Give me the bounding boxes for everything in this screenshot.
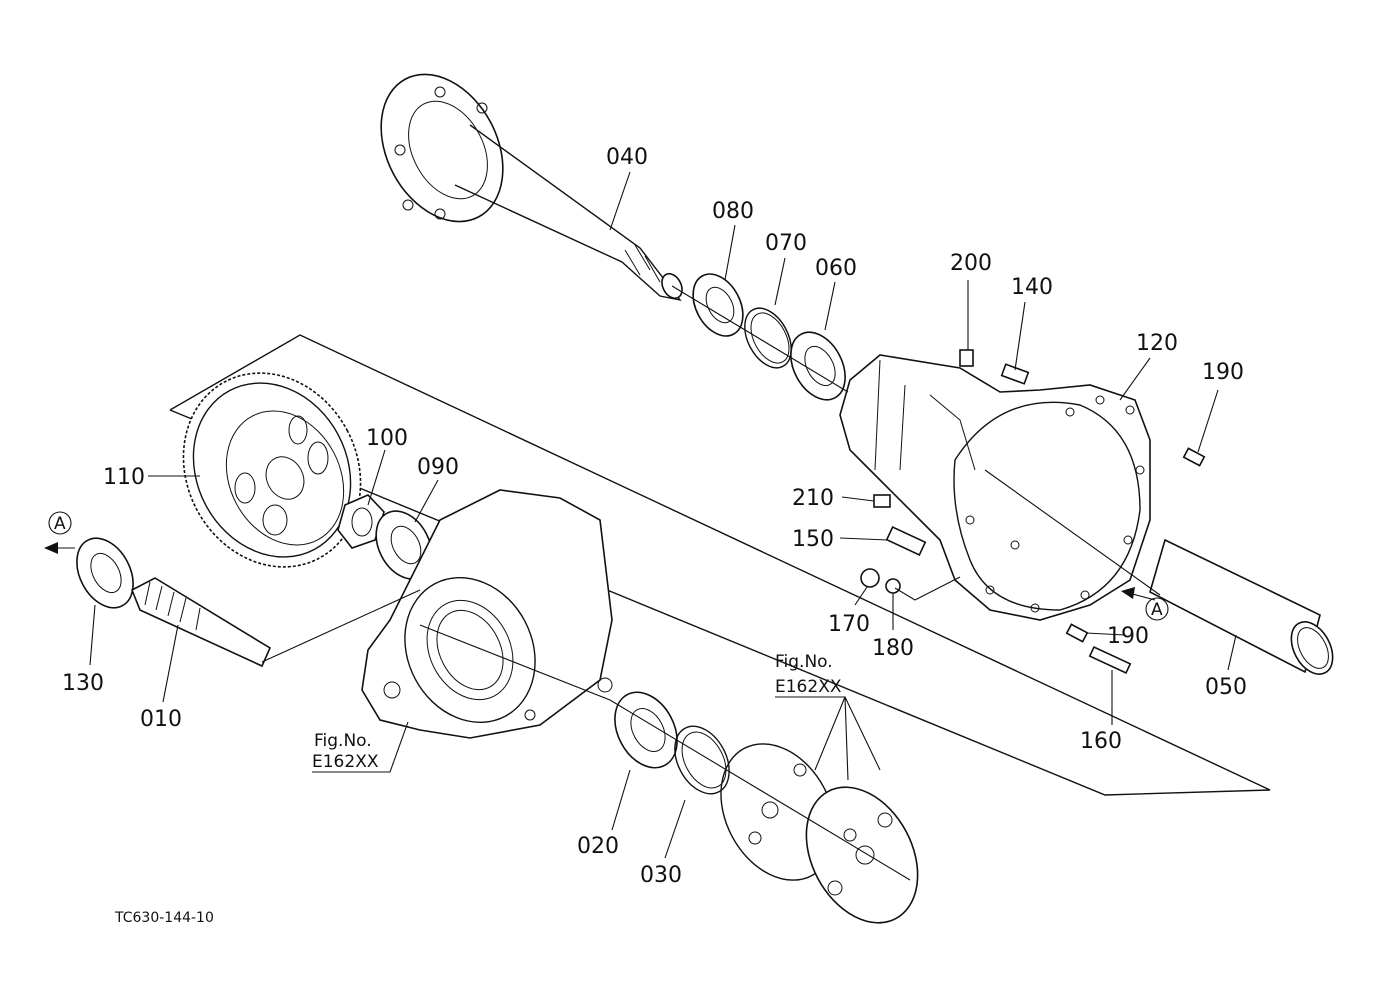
centerline-mid <box>419 624 911 881</box>
gear-110 <box>182 372 362 568</box>
label-200: 200 <box>950 251 992 276</box>
label-090: 090 <box>417 455 459 480</box>
fitting-150 <box>885 525 927 557</box>
centerline-upper <box>671 285 849 393</box>
snap-ring-070 <box>744 307 792 369</box>
fig-ref-left-title: Fig.No. <box>314 731 372 751</box>
nut-100 <box>337 494 385 549</box>
bearing-080 <box>692 273 744 337</box>
label-110: 110 <box>103 465 145 490</box>
assembly-outline <box>169 334 1271 796</box>
label-040: 040 <box>606 145 648 170</box>
plug-210 <box>873 494 891 508</box>
snap-ring-030 <box>674 725 730 795</box>
axle-shaft-040 <box>380 73 683 302</box>
label-080: 080 <box>712 199 754 224</box>
fig-ref-left-code: E162XX <box>312 752 379 772</box>
label-060: 060 <box>815 256 857 281</box>
bolt-140 <box>1000 363 1030 385</box>
bearing-020 <box>614 691 678 769</box>
label-130: 130 <box>62 671 104 696</box>
pinion-shaft-010 <box>130 577 272 668</box>
pin-190-top <box>1182 447 1206 467</box>
label-170: 170 <box>828 612 870 637</box>
tube-050 <box>1149 538 1334 675</box>
nut-170 <box>860 568 880 588</box>
label-100: 100 <box>366 426 408 451</box>
label-140: 140 <box>1011 275 1053 300</box>
centerline-pinion <box>261 589 421 663</box>
label-070: 070 <box>765 231 807 256</box>
plates-e162xx <box>720 743 919 924</box>
pin-190-bottom <box>1065 623 1089 643</box>
fig-ref-right-code: E162XX <box>775 677 842 697</box>
bearing-130 <box>76 537 134 609</box>
washer-180 <box>885 578 901 594</box>
label-050: 050 <box>1205 675 1247 700</box>
leader-lines <box>44 171 1237 859</box>
label-020: 020 <box>577 834 619 859</box>
svg-text:A: A <box>1151 600 1163 620</box>
centerline-housing <box>984 469 1161 596</box>
bolt-200 <box>959 349 974 367</box>
label-180: 180 <box>872 636 914 661</box>
marker-a-left: A <box>48 511 72 535</box>
label-210: 210 <box>792 486 834 511</box>
drawing-code: TC630-144-10 <box>114 910 214 926</box>
label-120: 120 <box>1136 331 1178 356</box>
stud-160 <box>1088 645 1132 675</box>
housing-120 <box>839 354 1151 621</box>
label-010: 010 <box>140 707 182 732</box>
svg-text:A: A <box>54 514 66 534</box>
bearing-060 <box>790 331 846 401</box>
marker-a-right: A <box>1145 597 1169 621</box>
bracket-170-180 <box>894 576 961 601</box>
fig-ref-right-title: Fig.No. <box>775 652 833 672</box>
label-190-top: 190 <box>1202 360 1244 385</box>
label-030: 030 <box>640 863 682 888</box>
label-160: 160 <box>1080 729 1122 754</box>
label-150: 150 <box>792 527 834 552</box>
label-190-bottom: 190 <box>1107 624 1149 649</box>
